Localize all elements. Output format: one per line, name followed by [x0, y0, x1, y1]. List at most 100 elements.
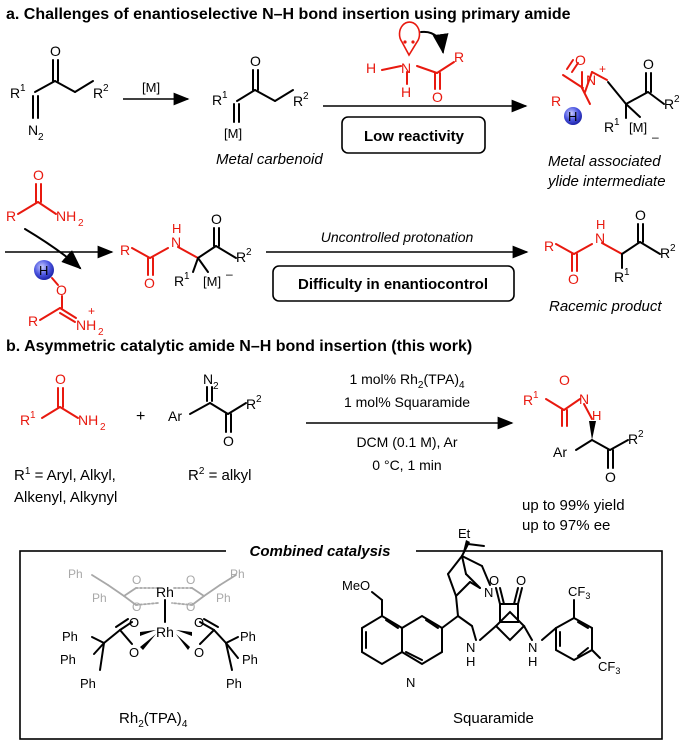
svg-text:R: R — [628, 431, 638, 447]
chiral-product: O R 1 N H Ar R 2 O — [523, 372, 644, 485]
r1-definition: R1 = Aryl, Alkyl, — [14, 466, 116, 484]
svg-text:Ar: Ar — [168, 408, 182, 424]
condition-catalyst-squaramide: 1 mol% Squaramide — [344, 394, 470, 410]
rh-catalyst-structure: Ph Ph Ph Ph O O O O Rh Rh O O O O Ph Ph … — [60, 567, 258, 691]
svg-text:2: 2 — [98, 327, 104, 338]
svg-text:Ph: Ph — [80, 676, 96, 691]
svg-text:N: N — [28, 122, 38, 138]
svg-text:O: O — [605, 469, 616, 485]
svg-text:R: R — [523, 392, 533, 408]
svg-text:1: 1 — [30, 410, 36, 421]
svg-text:H: H — [401, 84, 411, 100]
svg-text:O: O — [635, 207, 646, 223]
svg-text:R: R — [246, 396, 256, 412]
primary-amide: O R NH 2 — [6, 167, 84, 229]
svg-text:N: N — [586, 72, 596, 88]
svg-text:O: O — [643, 56, 654, 72]
svg-text:H: H — [172, 221, 181, 236]
ylide-label-line2: ylide intermediate — [547, 173, 666, 190]
atom-o: O — [50, 43, 61, 59]
svg-text:N: N — [466, 640, 475, 655]
svg-text:O: O — [194, 615, 204, 630]
svg-text:N: N — [528, 640, 537, 655]
svg-text:1: 1 — [222, 90, 228, 101]
svg-text:O: O — [132, 573, 141, 587]
metal-enolate: R O N H O R 2 R 1 [M] – — [120, 211, 252, 291]
svg-text:–: – — [652, 130, 659, 144]
plus-sign: + — [136, 408, 145, 425]
svg-text:2: 2 — [674, 94, 680, 105]
difficulty-label: Difficulty in enantiocontrol — [298, 276, 488, 293]
svg-text:Ph: Ph — [226, 676, 242, 691]
svg-text:2: 2 — [638, 429, 644, 440]
svg-text:H: H — [528, 654, 537, 669]
svg-text:O: O — [516, 573, 526, 588]
svg-text:Et: Et — [458, 526, 471, 541]
arrow-metal-label: [M] — [142, 80, 160, 95]
svg-text:O: O — [432, 89, 443, 105]
svg-text:2: 2 — [256, 394, 262, 405]
svg-text:Ph: Ph — [92, 591, 107, 605]
svg-text:O: O — [211, 211, 222, 227]
ee-label: up to 97% ee — [522, 517, 610, 534]
svg-text:H: H — [592, 408, 601, 423]
svg-text:R: R — [212, 92, 222, 108]
svg-text:–: – — [226, 267, 233, 281]
svg-text:2: 2 — [78, 218, 84, 229]
svg-text:+: + — [88, 304, 95, 318]
svg-text:2: 2 — [103, 83, 109, 94]
low-reactivity-label: Low reactivity — [364, 128, 465, 145]
svg-text:H: H — [366, 60, 376, 76]
svg-text:H: H — [466, 654, 475, 669]
svg-text:R: R — [28, 313, 38, 329]
svg-text:[M]: [M] — [224, 126, 242, 141]
svg-text:N: N — [401, 60, 411, 76]
svg-text:Ph: Ph — [62, 629, 78, 644]
svg-text:2: 2 — [38, 132, 44, 143]
diazo-substrate: N 2 Ar R 2 O — [168, 371, 262, 449]
svg-text:R: R — [544, 238, 554, 254]
svg-text:R: R — [10, 85, 20, 101]
svg-text:R: R — [664, 96, 674, 112]
ylide-label-line1: Metal associated — [548, 153, 661, 170]
combined-title-bg — [226, 542, 416, 560]
svg-text:Ph: Ph — [242, 652, 258, 667]
svg-text:R: R — [614, 269, 624, 285]
svg-text:R: R — [551, 93, 561, 109]
low-reactivity-box — [341, 116, 486, 154]
svg-text:O: O — [55, 371, 66, 387]
condition-temp-time: 0 °C, 1 min — [372, 457, 441, 473]
svg-text:O: O — [223, 433, 234, 449]
svg-text:O: O — [144, 275, 155, 291]
cf3-bottom: CF3 — [598, 659, 620, 676]
svg-text:O: O — [132, 600, 141, 614]
svg-text:Rh: Rh — [156, 584, 174, 600]
yield-label: up to 99% yield — [522, 497, 625, 514]
squaramide-label: Squaramide — [453, 710, 534, 727]
section-a-title: a. Challenges of enantioselective N–H bo… — [6, 6, 571, 23]
svg-text:H: H — [39, 263, 48, 278]
svg-text:Ar: Ar — [553, 444, 567, 460]
svg-text:1: 1 — [184, 271, 190, 282]
svg-text:R: R — [604, 119, 614, 135]
svg-text:1: 1 — [20, 83, 26, 94]
svg-text:O: O — [56, 282, 67, 298]
carbenoid-label: Metal carbenoid — [216, 151, 323, 168]
svg-text:MeO: MeO — [342, 578, 370, 593]
svg-text:Ph: Ph — [216, 591, 231, 605]
svg-text:Ph: Ph — [60, 652, 76, 667]
primary-amide-attack: H N H R O — [366, 21, 464, 105]
svg-text:N: N — [203, 371, 213, 387]
svg-text:R: R — [454, 49, 464, 65]
svg-text:O: O — [489, 573, 499, 588]
svg-text:Ph: Ph — [240, 629, 256, 644]
r1-definition-cont: Alkenyl, Alkynyl — [14, 489, 117, 506]
squaramide-structure: MeO N Et N N H O O N H — [342, 526, 620, 690]
svg-text:NH: NH — [56, 208, 76, 224]
difficulty-box — [272, 265, 515, 302]
svg-text:NH: NH — [78, 412, 98, 428]
svg-text:Ph: Ph — [230, 567, 245, 581]
svg-text:2: 2 — [246, 247, 252, 258]
svg-text:O: O — [568, 271, 579, 287]
svg-text:N: N — [406, 675, 415, 690]
